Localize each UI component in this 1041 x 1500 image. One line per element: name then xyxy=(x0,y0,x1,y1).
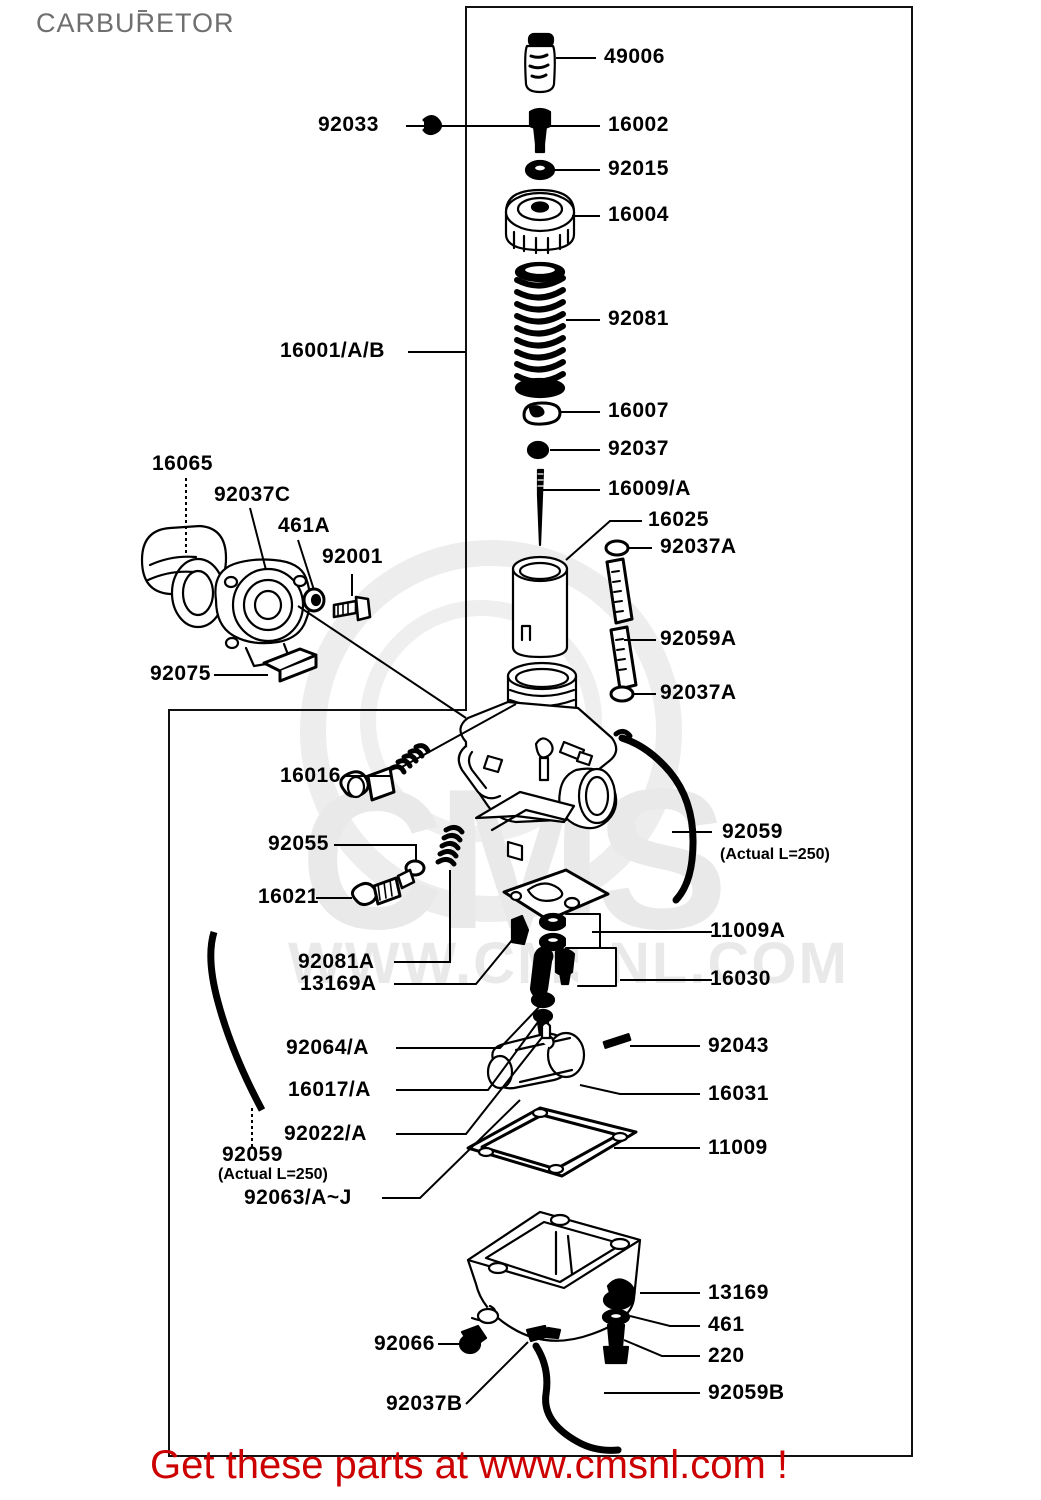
part-16031-shape xyxy=(486,1021,586,1090)
label-16007: 16007 xyxy=(608,399,669,422)
part-92081-shape xyxy=(514,261,566,399)
label-92015: 92015 xyxy=(608,157,669,180)
label-92075: 92075 xyxy=(150,662,211,685)
label-16016: 16016 xyxy=(280,764,341,787)
label-92037: 92037 xyxy=(608,437,669,460)
frame-lower-left-edge xyxy=(168,709,170,1457)
label-49006: 49006 xyxy=(604,45,665,68)
label-16030: 16030 xyxy=(710,967,771,990)
part-16009a-shape xyxy=(536,468,545,547)
part-13169-461-220-shape xyxy=(601,1278,636,1365)
label-92059-right-note: (Actual L=250) xyxy=(720,846,830,863)
label-16001ab: 16001/A/B xyxy=(280,339,385,362)
part-461a-shape xyxy=(302,587,326,613)
part-small-jets-shape xyxy=(530,991,556,1038)
label-16021: 16021 xyxy=(258,885,319,908)
frame-upper-left-edge xyxy=(465,6,467,711)
label-92059-left: 92059 xyxy=(222,1143,283,1166)
part-92037a-top-shape xyxy=(604,539,630,557)
label-16009a: 16009/A xyxy=(608,477,691,500)
frame-mid-ledge xyxy=(168,709,467,711)
part-92015-shape xyxy=(524,159,556,181)
part-92043-shape xyxy=(602,1033,632,1049)
part-16007-shape xyxy=(522,401,562,426)
label-92055: 92055 xyxy=(268,832,329,855)
part-16004-shape xyxy=(504,188,576,255)
part-92037-shape xyxy=(526,440,550,460)
label-16017a: 16017/A xyxy=(288,1078,371,1101)
part-49006-shape xyxy=(524,32,556,94)
frame-bottom-edge xyxy=(168,1455,913,1457)
label-461a: 461A xyxy=(278,514,331,537)
label-92043: 92043 xyxy=(708,1034,769,1057)
part-16065-shape xyxy=(140,524,228,629)
label-16065: 16065 xyxy=(152,452,213,475)
label-220: 220 xyxy=(708,1344,745,1367)
label-92066: 92066 xyxy=(374,1332,435,1355)
label-92022a: 92022/A xyxy=(284,1122,367,1145)
label-92037b: 92037B xyxy=(386,1392,463,1415)
part-16030-shape xyxy=(529,946,617,999)
label-461: 461 xyxy=(708,1313,745,1336)
label-16031: 16031 xyxy=(708,1082,769,1105)
part-11009-shape xyxy=(466,1106,638,1178)
label-92081: 92081 xyxy=(608,307,669,330)
label-92059b: 92059B xyxy=(708,1381,785,1404)
part-float-bowl-shape xyxy=(466,1210,642,1342)
frame-right-edge xyxy=(911,6,913,1455)
label-92064a: 92064/A xyxy=(286,1036,369,1059)
label-92059-left-note: (Actual L=250) xyxy=(218,1166,328,1183)
label-13169a: 13169A xyxy=(300,972,377,995)
label-16025: 16025 xyxy=(648,508,709,531)
part-92033-shape xyxy=(422,115,443,136)
label-16002: 16002 xyxy=(608,113,669,136)
label-16004: 16004 xyxy=(608,203,669,226)
label-11009a: 11009A xyxy=(710,919,786,942)
part-92037c-shape xyxy=(214,558,312,668)
label-92059a: 92059A xyxy=(660,627,737,650)
label-92081a: 92081A xyxy=(298,950,375,973)
label-92037a-bottom: 92037A xyxy=(660,681,737,704)
part-92059b-shape xyxy=(532,1342,622,1454)
label-92037a-top: 92037A xyxy=(660,535,737,558)
label-92059-right: 92059 xyxy=(722,820,783,843)
label-92063aj: 92063/A~J xyxy=(244,1186,352,1209)
footer-promo-text: Get these parts at www.cmsnl.com ! xyxy=(150,1443,788,1487)
label-11009: 11009 xyxy=(708,1136,768,1159)
frame-top-edge xyxy=(465,6,913,8)
part-16002-shape xyxy=(528,107,552,154)
label-92001: 92001 xyxy=(322,545,383,568)
title-tick-mark xyxy=(138,10,147,12)
part-92066-shape xyxy=(458,1324,488,1355)
part-92037b-shape xyxy=(525,1324,562,1343)
label-13169: 13169 xyxy=(708,1281,769,1304)
label-92033: 92033 xyxy=(318,113,379,136)
page-title: CARBURETOR xyxy=(36,8,235,38)
part-11009a-shape xyxy=(538,912,601,952)
watermark-ring-inner xyxy=(360,600,602,842)
label-92037c: 92037C xyxy=(214,483,291,506)
